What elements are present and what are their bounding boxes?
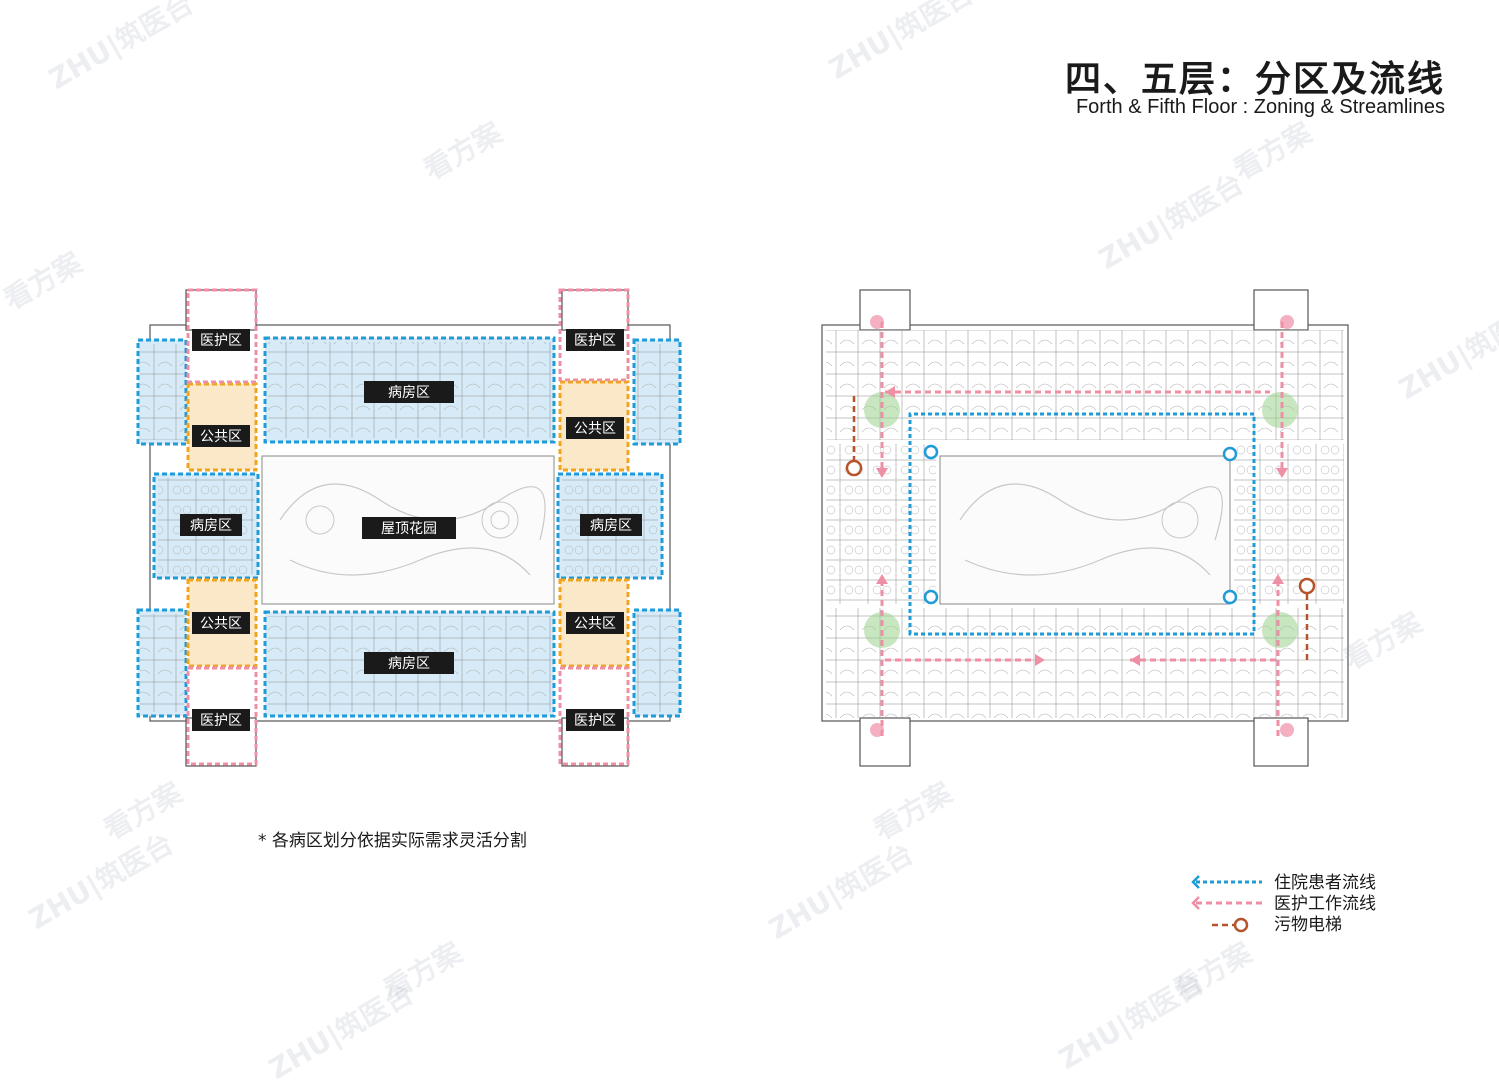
zoning-note: * 各病区划分依据实际需求灵活分割 — [258, 831, 527, 851]
label-medical-right-top: 医护区 — [574, 333, 616, 349]
legend-item-elevator: 污物电梯 — [1268, 912, 1376, 935]
medical-zone-left-top — [186, 288, 258, 384]
label-ward-right: 病房区 — [590, 518, 632, 534]
page-subtitle: Forth & Fifth Floor : Zoning & Streamlin… — [1075, 96, 1445, 118]
label-medical-right-bottom: 医护区 — [574, 713, 616, 729]
legend-patient-arrow-icon — [1191, 875, 1262, 889]
nurse-station-nodes — [864, 392, 1298, 648]
legend-item-staff: 医护工作流线 — [1268, 891, 1376, 914]
label-public-right-top: 公共区 — [574, 421, 616, 437]
label-medical-left-top: 医护区 — [200, 333, 242, 349]
medical-zones — [186, 288, 630, 766]
streamline-plan — [821, 289, 1349, 767]
staff-arrows — [876, 386, 1288, 666]
ward-room-grid — [140, 342, 678, 712]
legend-label-patient: 住院患者流线 — [1274, 873, 1376, 893]
courtyard-right — [939, 455, 1231, 605]
patient-streamline — [908, 412, 1256, 636]
medical-zone-right-bottom — [558, 666, 630, 766]
legend-label-elevator: 污物电梯 — [1274, 915, 1342, 935]
legend: 住院患者流线 医护工作流线 污物电梯 — [1188, 870, 1376, 935]
label-public-left-bottom: 公共区 — [200, 616, 242, 632]
zoning-plan: 医护区 医护区 医护区 医护区 病房区 病房区 病房区 病房区 公共区 公共区 … — [136, 288, 682, 767]
medical-zone-right-top — [558, 288, 630, 382]
label-ward-left: 病房区 — [190, 518, 232, 534]
roof-garden-area — [261, 455, 555, 605]
floor-plans: 医护区 医护区 医护区 医护区 病房区 病房区 病房区 病房区 公共区 公共区 … — [136, 288, 1349, 933]
staff-start-nodes — [870, 315, 1294, 737]
legend-staff-arrow-icon — [1191, 896, 1262, 910]
staff-streamline — [880, 322, 1284, 738]
legend-glyphs — [1191, 875, 1262, 933]
legend-elevator-icon — [1212, 917, 1249, 933]
dirty-elevator-route — [845, 396, 1316, 664]
label-ward-bottom: 病房区 — [388, 656, 430, 672]
patient-nodes — [923, 444, 1238, 605]
legend-item-patient: 住院患者流线 — [1268, 870, 1376, 893]
label-roof-garden: 屋顶花园 — [381, 521, 437, 537]
label-medical-left-bottom: 医护区 — [200, 713, 242, 729]
page-title: 四、五层：分区及流线 — [1064, 59, 1445, 100]
label-public-right-bottom: 公共区 — [574, 616, 616, 632]
medical-zone-left-bottom — [186, 666, 258, 766]
label-public-left-top: 公共区 — [200, 429, 242, 445]
legend-label-staff: 医护工作流线 — [1274, 894, 1376, 914]
label-ward-top: 病房区 — [388, 385, 430, 401]
